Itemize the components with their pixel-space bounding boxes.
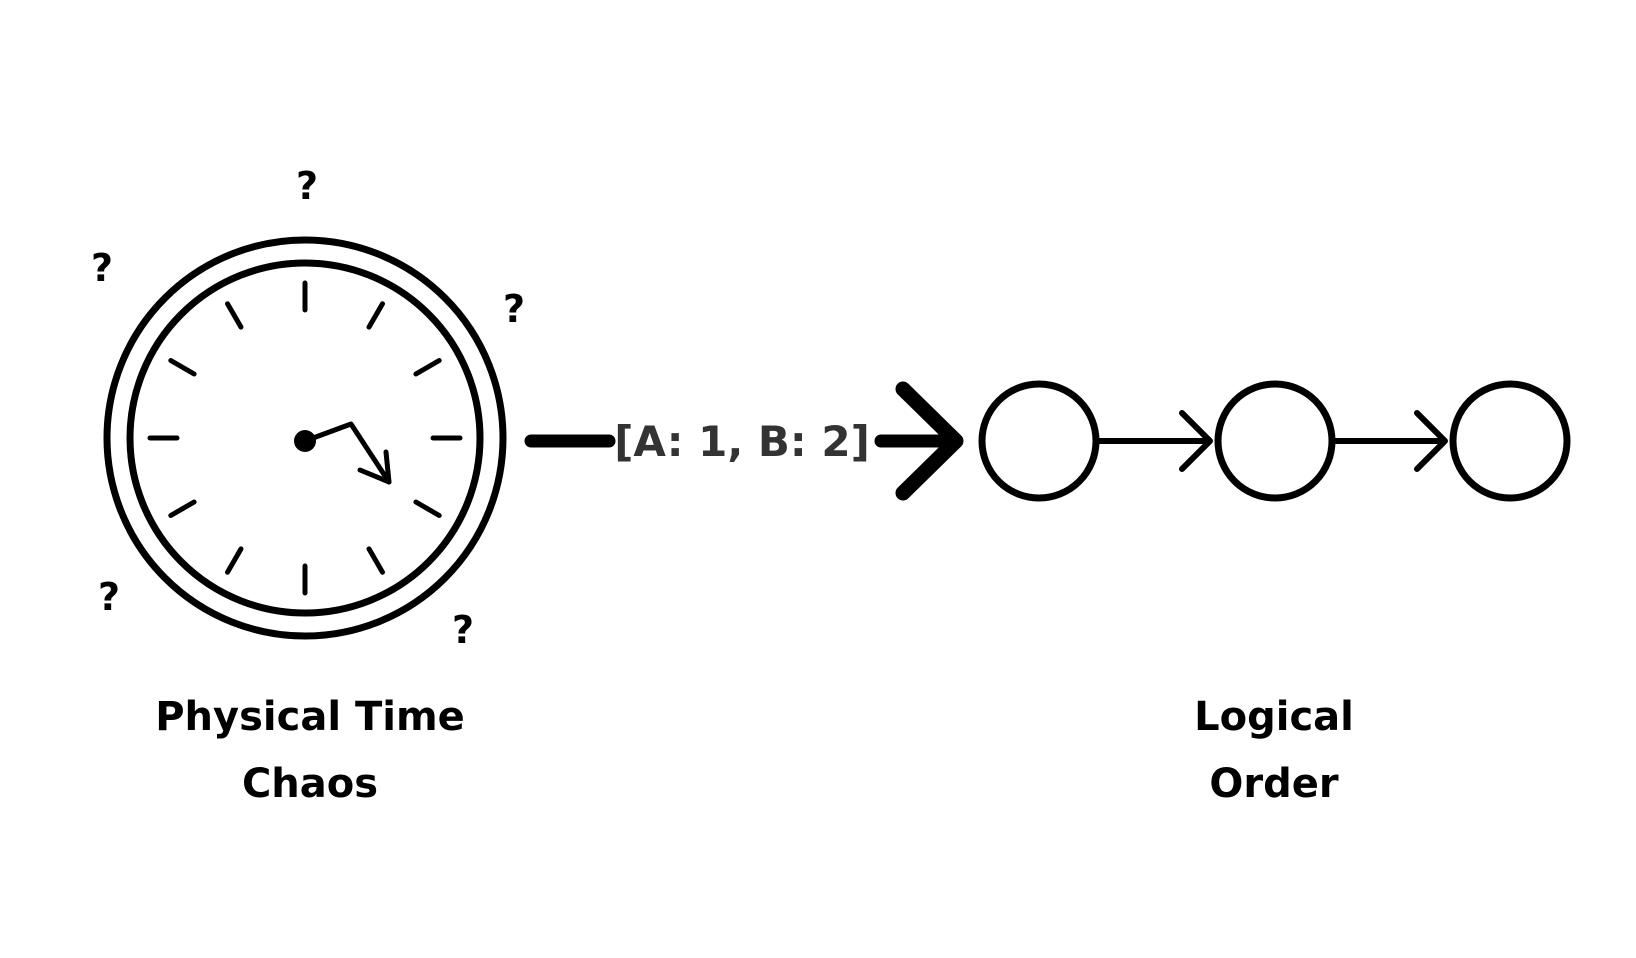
chain-link-1-arrowhead bbox=[1179, 410, 1213, 472]
left-caption-line1: Physical Time bbox=[155, 694, 465, 740]
event-node-2 bbox=[1214, 380, 1336, 502]
question-marks: ? ? ? ? ? bbox=[91, 164, 525, 652]
question-mark: ? bbox=[296, 164, 318, 208]
chain-link-2-arrowhead bbox=[1414, 410, 1448, 472]
left-caption-line2: Chaos bbox=[242, 761, 378, 807]
clock-outer-ring bbox=[103, 236, 507, 640]
clock-hand bbox=[302, 421, 392, 485]
event-node-1 bbox=[978, 380, 1100, 502]
question-mark: ? bbox=[98, 575, 120, 619]
question-mark: ? bbox=[452, 608, 474, 652]
clock-icon bbox=[103, 236, 507, 640]
question-mark: ? bbox=[503, 287, 525, 331]
transition-arrow-head bbox=[895, 381, 964, 501]
clock-tick bbox=[225, 301, 244, 330]
clock-tick bbox=[168, 358, 197, 377]
right-caption-line1: Logical bbox=[1194, 694, 1354, 740]
question-mark: ? bbox=[91, 246, 113, 290]
right-caption-line2: Order bbox=[1209, 761, 1338, 807]
clock-tick bbox=[413, 499, 442, 518]
node-chain bbox=[978, 380, 1571, 502]
clock-tick bbox=[413, 358, 442, 377]
clock-tick bbox=[168, 499, 197, 518]
event-node-3 bbox=[1449, 380, 1571, 502]
vector-clock-label: [A: 1, B: 2] bbox=[614, 417, 870, 466]
clock-tick bbox=[366, 301, 385, 330]
clock-inner-ring bbox=[126, 259, 484, 617]
arrow-right-icon bbox=[874, 381, 964, 501]
clock-tick bbox=[366, 546, 385, 575]
clock-tick bbox=[225, 546, 244, 575]
clock-hand-arrowhead bbox=[357, 449, 392, 485]
clock-tick-marks bbox=[147, 280, 463, 596]
